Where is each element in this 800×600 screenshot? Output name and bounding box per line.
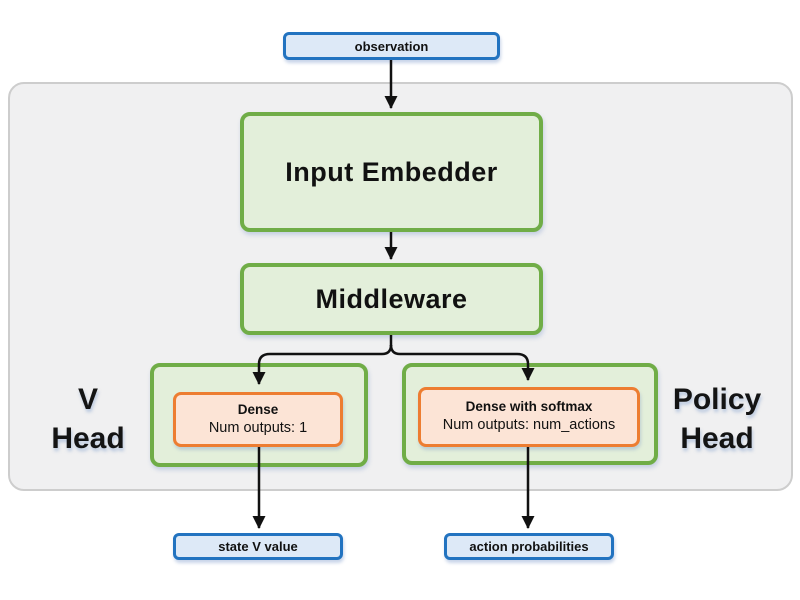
- node-dense-softmax-subtitle: Num outputs: num_actions: [442, 417, 616, 434]
- node-middleware: Middleware: [240, 263, 543, 335]
- v-head-label: V Head: [23, 380, 153, 458]
- node-dense-subtitle: Num outputs: 1: [208, 419, 308, 436]
- node-dense: Dense Num outputs: 1: [173, 392, 343, 447]
- node-dense-softmax-title: Dense with softmax: [465, 399, 593, 415]
- node-state-v-value-label: state V value: [218, 539, 298, 554]
- node-middleware-label: Middleware: [315, 283, 468, 314]
- node-input-embedder-label: Input Embedder: [285, 156, 498, 187]
- node-action-probabilities: action probabilities: [444, 533, 614, 560]
- v-head-label-line2: Head: [51, 422, 125, 455]
- policy-head-label-line1: Policy: [672, 383, 762, 416]
- v-head-label-line1: V: [77, 383, 98, 416]
- node-state-v-value: state V value: [173, 533, 343, 560]
- node-action-probabilities-label: action probabilities: [469, 539, 589, 554]
- node-input-embedder: Input Embedder: [240, 112, 543, 232]
- policy-head-label: Policy Head: [652, 380, 782, 458]
- policy-head-label-line2: Head: [680, 422, 754, 455]
- node-observation: observation: [283, 32, 500, 60]
- node-dense-softmax: Dense with softmax Num outputs: num_acti…: [418, 387, 640, 447]
- node-observation-label: observation: [354, 38, 429, 54]
- node-dense-title: Dense: [237, 401, 279, 417]
